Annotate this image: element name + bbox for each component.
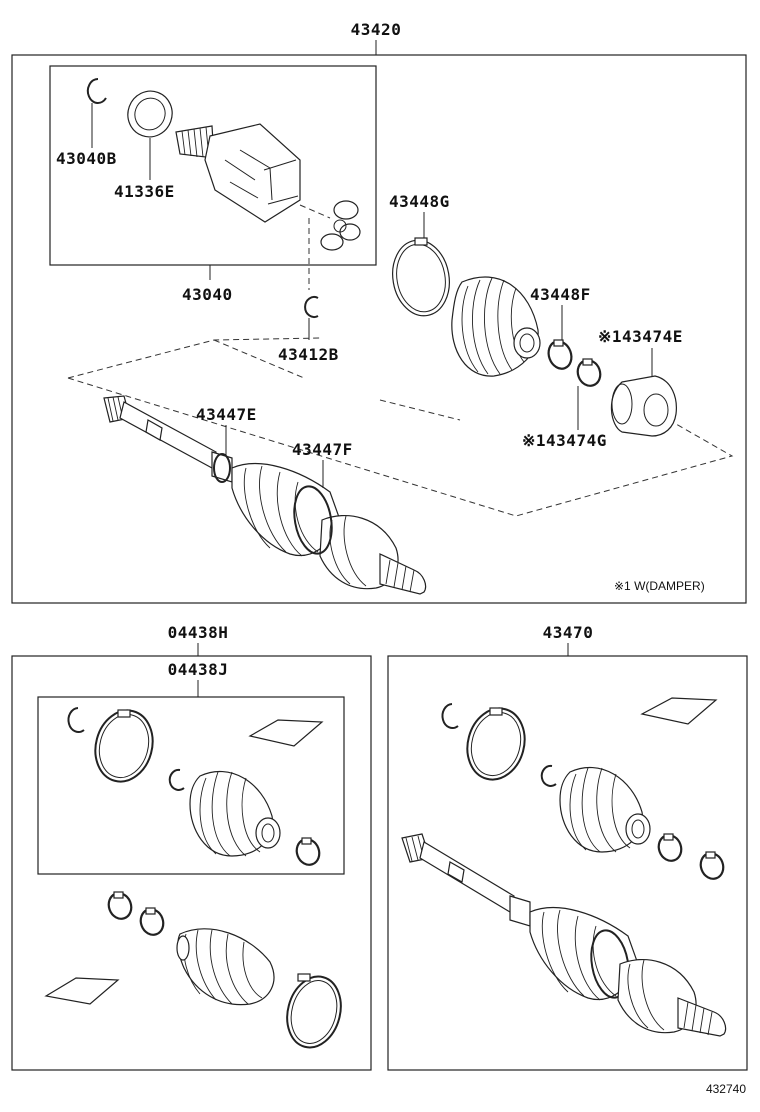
kit-h-large-clamp <box>286 975 342 1049</box>
label-43474g[interactable]: ※143474G <box>522 431 607 450</box>
kit-j-snap-ring <box>67 707 85 733</box>
top-assembly-frame <box>11 54 747 604</box>
shaft-assembly-frame <box>387 655 748 1071</box>
kit-h-boot <box>176 928 275 1006</box>
snap-ring-43412b <box>304 296 319 318</box>
boot-kit-j-frame <box>37 696 345 875</box>
tripod-joint <box>320 200 361 251</box>
label-43448g[interactable]: 43448G <box>389 192 450 211</box>
label-43448f[interactable]: 43448F <box>530 285 591 304</box>
drive-shaft-top <box>103 395 427 595</box>
diagram-code: 432740 <box>706 1082 746 1096</box>
inboard-joint-housing <box>175 123 301 223</box>
boot-clamp-43447e <box>213 453 231 483</box>
damper-note: ※1 W(DAMPER) <box>614 579 705 593</box>
kit-j-boot <box>189 771 281 857</box>
kit-j-large-clamp <box>94 709 154 783</box>
label-04438j[interactable]: 04438J <box>168 660 229 679</box>
label-43474e[interactable]: ※143474E <box>598 327 683 346</box>
damper-43474e <box>610 375 677 437</box>
inboard-boot <box>451 276 541 377</box>
label-43040b[interactable]: 43040B <box>56 149 117 168</box>
oil-seal-41336e <box>127 90 173 138</box>
shaft-kit-snap-ring <box>441 703 459 729</box>
label-43447e[interactable]: 43447E <box>196 405 257 424</box>
boot-kit-h-frame <box>11 655 372 1071</box>
snap-ring-43040b <box>86 77 107 104</box>
shaft-kit-large-clamp <box>466 707 526 781</box>
shaft-kit-boot <box>559 767 651 853</box>
label-43040[interactable]: 43040 <box>182 285 233 304</box>
label-41336e[interactable]: 41336E <box>114 182 175 201</box>
label-43420[interactable]: 43420 <box>351 20 402 39</box>
inboard-joint-frame <box>49 65 377 266</box>
drive-shaft-bottom <box>401 833 727 1037</box>
label-43412b[interactable]: 43412B <box>278 345 339 364</box>
shaft-kit-grease-pack <box>640 697 718 725</box>
label-43470[interactable]: 43470 <box>543 623 594 642</box>
label-43447f[interactable]: 43447F <box>292 440 353 459</box>
kit-j-grease-pack <box>248 719 324 747</box>
label-04438h[interactable]: 04438H <box>168 623 229 642</box>
kit-h-grease-pack <box>44 977 120 1005</box>
shaft-kit-small-ring <box>540 764 557 787</box>
boot-clamp-43447f <box>293 485 333 555</box>
kit-j-small-ring <box>168 768 185 791</box>
